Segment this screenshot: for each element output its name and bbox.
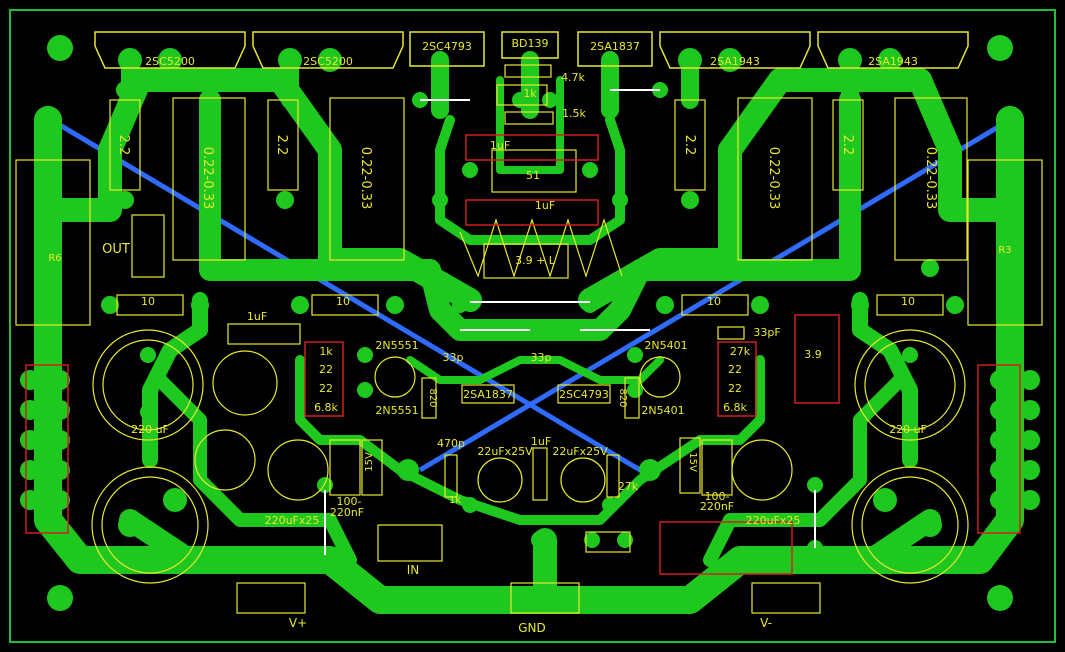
label-out: OUT	[102, 242, 130, 257]
label-q1: 2SC5200	[145, 55, 195, 68]
label-r-22-l1: 22	[319, 363, 333, 376]
label-c-220uf-l: 220 uF	[131, 423, 169, 436]
label-r022-left-a: 0.22-0.33	[200, 147, 215, 210]
label-r-15k: 1.5k	[562, 107, 586, 120]
label-in: IN	[407, 563, 420, 577]
label-r-47k: 4.7k	[561, 71, 585, 84]
pads	[20, 35, 1040, 611]
label-c-220x25-r: 220uFx25	[746, 514, 801, 527]
label-r22-left-b: 2.2	[274, 135, 289, 156]
label-q10: 2SA1837	[463, 388, 513, 401]
label-r-27k-fb: 27k	[618, 480, 639, 493]
label-r022-right-b: 0.22-0.33	[923, 147, 938, 210]
label-c-220uf-r: 220 uF	[889, 423, 927, 436]
label-q4: BD139	[511, 37, 548, 50]
label-r3: R3	[998, 245, 1011, 256]
label-c-33p-b: 33p	[531, 351, 552, 364]
label-q6: 2SA1943	[710, 55, 760, 68]
label-c-22uf-b: 22uFx25V	[552, 445, 608, 458]
label-r-1k-left: 1k	[319, 345, 333, 358]
label-r-1k-top: 1k	[523, 87, 537, 100]
label-c-1uf-left: 1uF	[247, 310, 267, 323]
label-vminus: V-	[760, 616, 772, 630]
label-r-51: 51	[526, 169, 540, 182]
label-r22-right-b: 2.2	[840, 135, 855, 156]
label-gnd: GND	[518, 621, 546, 635]
label-c-220nf-r: 220nF	[700, 500, 734, 513]
label-q8: 2N5551	[375, 339, 418, 352]
label-q9: 2N5551	[375, 404, 418, 417]
label-r-22-r2: 22	[728, 382, 742, 395]
label-q12: 2N5401	[644, 339, 687, 352]
label-r-68k-left: 6.8k	[314, 401, 338, 414]
label-r22-left-a: 2.2	[116, 135, 131, 156]
label-vplus: V+	[289, 616, 307, 630]
label-r-10-b: 10	[336, 295, 350, 308]
label-c-15v-r: 15V	[687, 452, 698, 472]
jumper-wires	[324, 89, 816, 555]
label-c-22uf-a: 22uFx25V	[477, 445, 533, 458]
label-c-1uf-in: 1uF	[531, 435, 551, 448]
label-c-15v-l: 15V	[364, 452, 375, 472]
label-c-220nf-l: 220nF	[330, 506, 364, 519]
label-q13: 2N5401	[641, 404, 684, 417]
label-q5: 2SA1837	[590, 40, 640, 53]
label-r-27k-right: 27k	[730, 345, 751, 358]
label-r-22-r1: 22	[728, 363, 742, 376]
label-q7: 2SA1943	[868, 55, 918, 68]
label-r-820-right: 820	[617, 388, 628, 407]
label-c-33pf: 33pF	[753, 326, 780, 339]
label-q11: 2SC4793	[559, 388, 609, 401]
label-c-1uf-top: 1uF	[490, 139, 510, 152]
board-outline	[9, 9, 1056, 643]
label-r22-right-a: 2.2	[682, 135, 697, 156]
label-c-1uf-mid: 1uF	[535, 199, 555, 212]
label-r-10-d: 10	[901, 295, 915, 308]
label-r6: R6	[48, 253, 61, 264]
electrolytic-caps	[91, 329, 969, 584]
label-r-10-a: 10	[141, 295, 155, 308]
label-r022-right-a: 0.22-0.33	[766, 147, 781, 210]
label-c-220x25-l: 220uFx25	[265, 514, 320, 527]
power-transistors	[94, 31, 969, 69]
label-c-100-r: 100-	[705, 490, 730, 503]
label-r-820-left: 820	[427, 388, 438, 407]
label-r-68k-right: 6.8k	[723, 401, 747, 414]
label-r-10-c: 10	[707, 295, 721, 308]
label-r022-left-b: 0.22-0.33	[358, 147, 373, 210]
label-c-33p-a: 33p	[443, 351, 464, 364]
label-q3: 2SC4793	[422, 40, 472, 53]
label-q2: 2SC5200	[303, 55, 353, 68]
label-r-1k-in: 1k	[449, 495, 461, 506]
label-r-39: 3.9	[804, 348, 822, 361]
red-parts	[25, 134, 1021, 575]
label-r-coil: 3.9 + L	[515, 254, 556, 267]
silk-outlines	[15, 64, 1043, 614]
label-c-100-l: 100-	[337, 495, 362, 508]
label-r-22-l2: 22	[319, 382, 333, 395]
label-c-470p: 470p	[437, 437, 465, 450]
